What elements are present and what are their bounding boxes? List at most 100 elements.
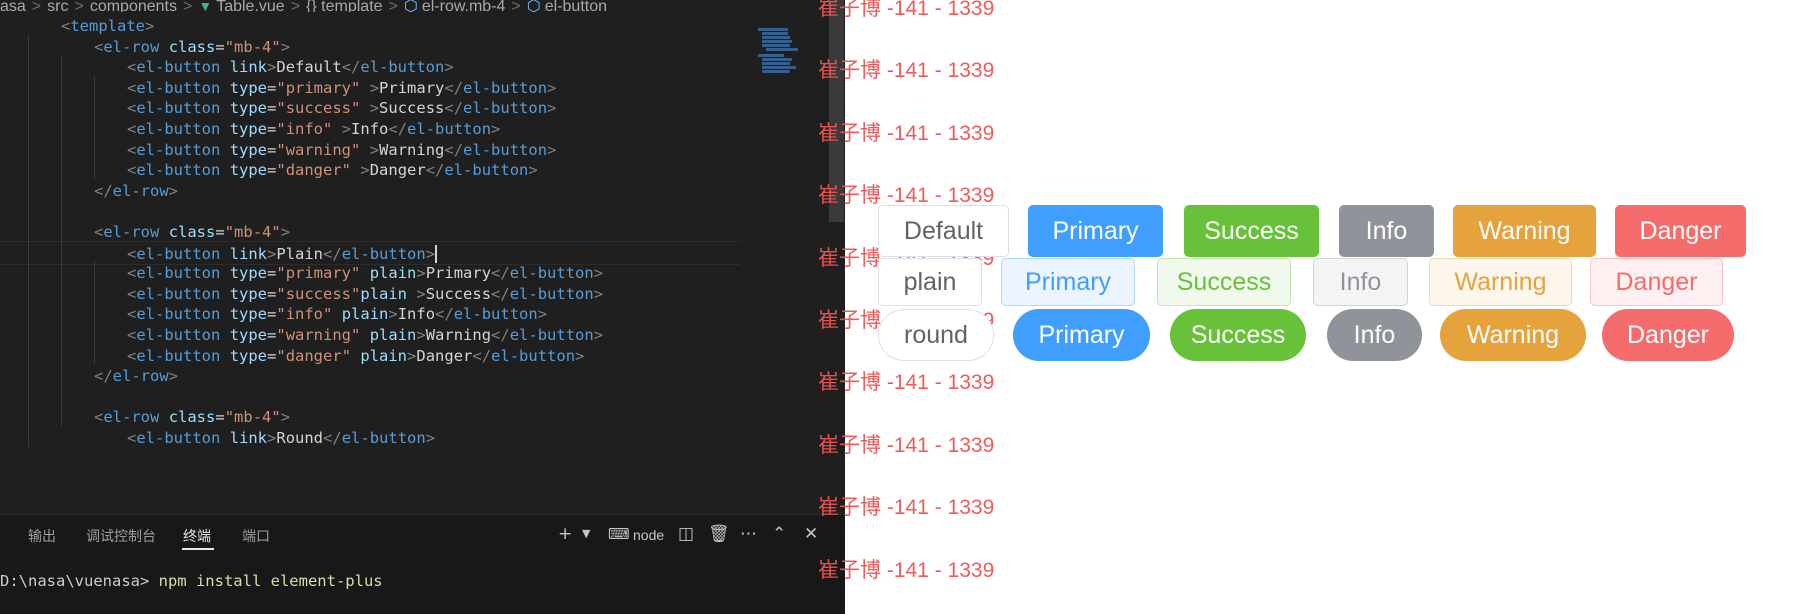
code-token-tag: el-button [136, 346, 221, 365]
round-row-warning-button[interactable]: Warning [1440, 309, 1586, 361]
code-line[interactable]: <el-button link>Plain</el-button> [0, 240, 740, 265]
code-token-str: "mb-4" [224, 223, 281, 241]
terminal-icon[interactable]: ⌨ [608, 525, 630, 543]
code-token-attr: plain [360, 346, 408, 365]
default-row-default-button[interactable]: Default [878, 205, 1009, 257]
plain-row-primary-button[interactable]: Primary [1001, 258, 1135, 306]
code-token-text: = [267, 99, 277, 118]
terminal-name[interactable]: node [633, 527, 665, 543]
code-token-tag: el-button [136, 305, 221, 324]
code-token-punct: </ [94, 367, 113, 386]
element-cube-icon: ⬡ [526, 0, 541, 12]
tab-terminal[interactable]: 终端 [183, 528, 211, 544]
code-area[interactable]: <template><el-row class="mb-4"><el-butto… [0, 14, 740, 508]
more-icon[interactable]: ⋯ [740, 524, 757, 544]
code-line[interactable]: <el-button type="warning" >Warning</el-b… [0, 138, 740, 162]
default-row-success-button[interactable]: Success [1184, 205, 1319, 257]
breadcrumb-item[interactable]: components [89, 0, 177, 12]
code-token-attr: link [229, 429, 268, 447]
code-line[interactable]: <el-button link>Default</el-button> [0, 55, 740, 79]
code-token-punct: > [416, 284, 426, 303]
code-token-attr: type [229, 140, 268, 159]
plain-row-info-button[interactable]: Info [1313, 258, 1408, 306]
editor-scrollbar[interactable] [829, 0, 844, 222]
code-token-punct: > [341, 120, 352, 138]
terminal-command: npm install element-plus [158, 572, 383, 590]
code-token-text: = [267, 161, 277, 180]
code-token-punct: </ [94, 181, 113, 200]
code-line[interactable]: <el-button type="success" >Success</el-b… [0, 96, 740, 120]
breadcrumb-item[interactable]: asa [0, 0, 26, 12]
code-token-text [332, 305, 341, 323]
minimap[interactable] [752, 14, 810, 78]
code-line[interactable]: <el-button type="primary" >Primary</el-b… [0, 76, 740, 100]
code-line[interactable]: <el-button type="info" plain>Info</el-bu… [0, 302, 740, 326]
round-row-success-button[interactable]: Success [1170, 309, 1306, 361]
code-line[interactable]: <template> [0, 14, 740, 38]
code-token-attr: link [229, 244, 268, 263]
breadcrumb-item[interactable]: {} template [306, 0, 383, 12]
tab-ports[interactable]: 端口 [242, 528, 270, 544]
minimap-line [766, 48, 798, 51]
default-row-danger-button[interactable]: Danger [1615, 205, 1746, 257]
round-row-round-button[interactable]: round [878, 309, 994, 361]
code-line[interactable]: <el-button type="warning" plain>Warning<… [0, 323, 740, 347]
code-line[interactable]: <el-row class="mb-4"> [0, 35, 740, 59]
code-line[interactable]: <el-row class="mb-4"> [0, 405, 740, 429]
code-line[interactable]: </el-row> [0, 364, 740, 388]
breadcrumb-item[interactable]: src [47, 0, 69, 12]
round-row-primary-button[interactable]: Primary [1013, 309, 1150, 361]
code-token-punct: > [280, 37, 291, 56]
breadcrumb-item[interactable]: el-row.mb-4 [421, 0, 506, 12]
code-token-attr: type [229, 326, 268, 344]
code-line[interactable]: <el-row class="mb-4"> [0, 220, 740, 244]
code-line[interactable]: <el-button type="danger" >Danger</el-but… [0, 158, 740, 182]
close-icon[interactable]: ✕ [804, 524, 819, 544]
default-row-warning-button[interactable]: Warning [1453, 205, 1596, 257]
round-row-danger-button[interactable]: Danger [1602, 309, 1734, 361]
code-token-str: "primary" [276, 264, 361, 283]
watermark-text: 崔子博 -141 - 1339 [818, 558, 995, 582]
code-token-text: Primary [379, 78, 445, 97]
trash-icon[interactable]: 🗑 [708, 524, 730, 544]
code-token-attr: type [229, 99, 268, 118]
code-token-tag: el-button [491, 346, 576, 365]
code-token-tag: el-row [103, 223, 160, 241]
code-token-text: Success [379, 99, 445, 118]
tab-output[interactable]: 输出 [28, 528, 56, 544]
code-token-text: = [267, 140, 277, 159]
breadcrumb-item[interactable]: Table.vue [216, 0, 285, 12]
tab-debug-console[interactable]: 调试控制台 [86, 528, 156, 544]
code-token-tag: el-button [136, 58, 221, 77]
plain-row-plain-button[interactable]: plain [878, 258, 982, 306]
code-line[interactable]: </el-row> [0, 179, 740, 203]
split-terminal-icon[interactable]: ◫ [678, 524, 695, 544]
chevron-down-icon[interactable]: ▼ [582, 527, 591, 540]
code-token-attr: type [229, 161, 268, 180]
code-token-punct: > [369, 99, 380, 118]
round-row-info-button[interactable]: Info [1327, 309, 1422, 361]
plain-row-danger-button[interactable]: Danger [1590, 258, 1723, 306]
browser-preview [846, 0, 1814, 614]
code-token-text: Danger [369, 161, 426, 180]
code-line[interactable]: <el-button type="success"plain >Success<… [0, 282, 740, 306]
default-row-primary-button[interactable]: Primary [1028, 205, 1163, 257]
terminal-output[interactable]: D:\nasa\vuenasa> npm install element-plu… [0, 572, 383, 590]
code-line[interactable]: <el-button link>Round</el-button> [0, 426, 740, 450]
code-editor[interactable]: asa > src > components > ▼ Table.vue > {} templat… [0, 0, 845, 614]
code-token-tag: el-button [463, 78, 548, 97]
code-token-punct: < [127, 264, 137, 283]
maximize-panel-icon[interactable]: ⌃ [772, 524, 787, 544]
code-token-punct: < [127, 99, 137, 118]
code-line[interactable]: <el-button type="primary" plain>Primary<… [0, 261, 740, 285]
breadcrumb-item[interactable]: el-button [544, 0, 607, 12]
plain-row-success-button[interactable]: Success [1157, 258, 1291, 306]
watermark-text: 崔子博 -141 - 1339 [818, 433, 995, 457]
code-line[interactable]: <el-button type="danger" plain>Danger</e… [0, 344, 740, 368]
code-token-text: = [267, 264, 277, 283]
new-terminal-icon[interactable]: + [558, 524, 573, 544]
plain-row-warning-button[interactable]: Warning [1429, 258, 1572, 306]
code-token-tag: el-row [103, 408, 160, 427]
default-row-info-button[interactable]: Info [1339, 205, 1434, 257]
code-line[interactable]: <el-button type="info" >Info</el-button> [0, 117, 740, 141]
